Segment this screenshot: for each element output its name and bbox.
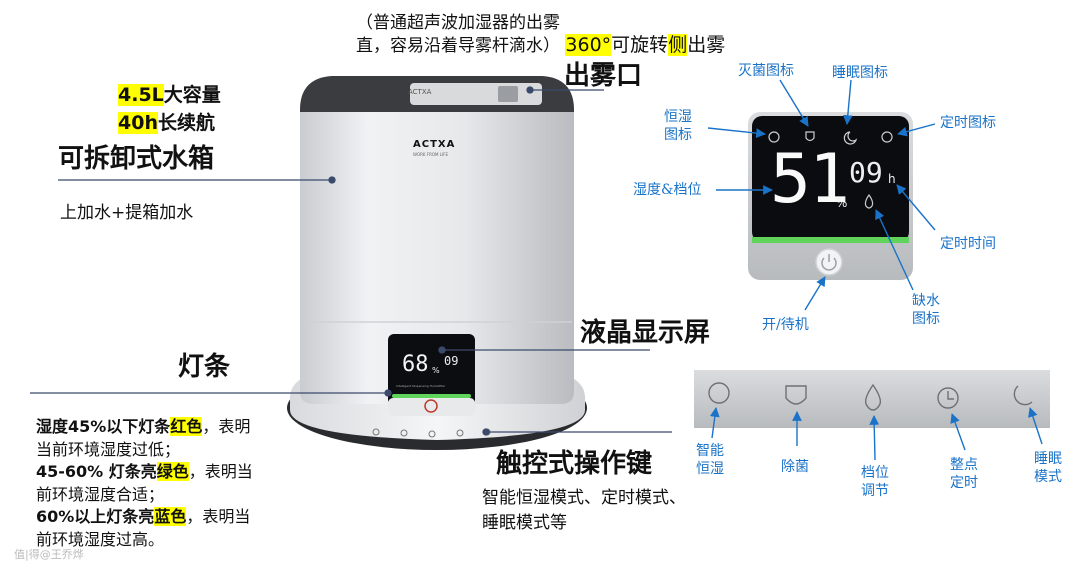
top-note-line1: （普通超声波加湿器的出雾 — [356, 13, 560, 33]
panel-display — [752, 116, 909, 242]
button-strip-zoom — [694, 370, 1050, 428]
lightbar-title: 灯条 — [178, 352, 231, 382]
leader-lines — [30, 86, 672, 436]
watermark: 值|得@王乔烨 — [14, 548, 84, 561]
strip-bacteria-icon — [785, 385, 807, 405]
top-note-highlight-side: 侧 — [668, 34, 688, 56]
green-highlight: 绿色 — [156, 462, 189, 481]
strip-sleep-icon — [1013, 385, 1033, 406]
device-percent: % — [432, 366, 440, 375]
runtime-line: 40h长续航 — [118, 112, 215, 134]
display-title: 液晶显示屏 — [580, 318, 711, 348]
blue-highlight: 蓝色 — [154, 507, 187, 526]
panel-timer-readout: 09 — [849, 156, 883, 189]
panel-timer-icon — [881, 131, 893, 143]
device-btn-timer — [456, 429, 464, 437]
panel-no-water-icon — [864, 193, 874, 209]
label-smart-constant: 智能恒湿 — [696, 443, 724, 477]
capacity-line: 4.5L大容量 — [118, 84, 221, 106]
touch-title: 触控式操作键 — [496, 449, 653, 479]
label-hour-timer: 整点定时 — [950, 457, 978, 491]
device-display-caption: Intelligent Dispensing Humidifier — [396, 384, 446, 388]
strip-timer-icon — [937, 387, 959, 409]
strip-smart-icon — [708, 382, 730, 404]
light-description: 湿度45%以下灯条红色，表明 当前环境湿度过低； 45-60% 灯条亮绿色，表明… — [36, 417, 253, 549]
device-btn-gear — [428, 430, 436, 438]
device-brand: ACTXA — [413, 139, 456, 150]
top-note-line2: 直，容易沿着导雾杆滴水） 360°可旋转侧出雾 — [356, 34, 726, 56]
strip-arrows — [709, 407, 1043, 461]
panel-constant-icon — [768, 131, 780, 143]
touch-desc: 智能恒湿模式、定时模式、 睡眠模式等 — [482, 488, 686, 533]
label-no-water-icon: 缺水图标 — [912, 293, 940, 327]
panel-sterilize-icon — [805, 131, 815, 142]
panel-arrows — [707, 79, 936, 311]
mist-outlet-title: 出雾口 — [564, 61, 643, 91]
device-timer-readout: 09 — [444, 354, 459, 368]
panel-percent: % — [836, 196, 848, 210]
label-constant-icon: 恒湿图标 — [664, 109, 692, 143]
tank-title: 可拆卸式水箱 — [58, 144, 215, 174]
panel-light-bar — [752, 237, 909, 243]
device-display-panel — [388, 334, 475, 406]
device-humidity-readout: 68 — [402, 352, 429, 377]
label-bacteria: 除菌 — [781, 459, 809, 475]
label-humidity-level: 湿度&档位 — [633, 182, 702, 198]
label-sterilize-icon: 灭菌图标 — [738, 63, 794, 79]
panel-hour-unit: h — [888, 172, 896, 186]
device-light-bar — [392, 394, 471, 398]
device-top-label: ACTXA — [408, 88, 432, 96]
device-btn-bacteria — [400, 429, 408, 437]
control-panel-zoom — [748, 112, 913, 280]
device-brand-sub: WORK FROM LIFE — [413, 152, 448, 157]
label-sleep-mode: 睡眠模式 — [1034, 451, 1062, 485]
label-timer-time: 定时时间 — [940, 236, 996, 252]
device-btn-smart — [372, 428, 380, 436]
top-note: （普通超声波加湿器的出雾 直，容易沿着导雾杆滴水） 360°可旋转侧出雾 — [356, 12, 725, 57]
panel-humidity-readout: 51 — [770, 140, 850, 219]
panel-sleep-icon — [843, 131, 858, 145]
label-timer-icon: 定时图标 — [940, 115, 996, 131]
strip-gear-icon — [864, 383, 882, 411]
label-sleep-icon: 睡眠图标 — [832, 65, 888, 81]
humidifier-device — [287, 76, 587, 450]
red-highlight: 红色 — [170, 417, 203, 436]
device-power-icon — [424, 399, 438, 413]
top-note-highlight-360: 360° — [565, 34, 612, 56]
label-power: 开/待机 — [762, 317, 809, 333]
label-gear: 档位调节 — [861, 465, 889, 499]
tank-desc: 上加水+提箱加水 — [60, 203, 194, 223]
